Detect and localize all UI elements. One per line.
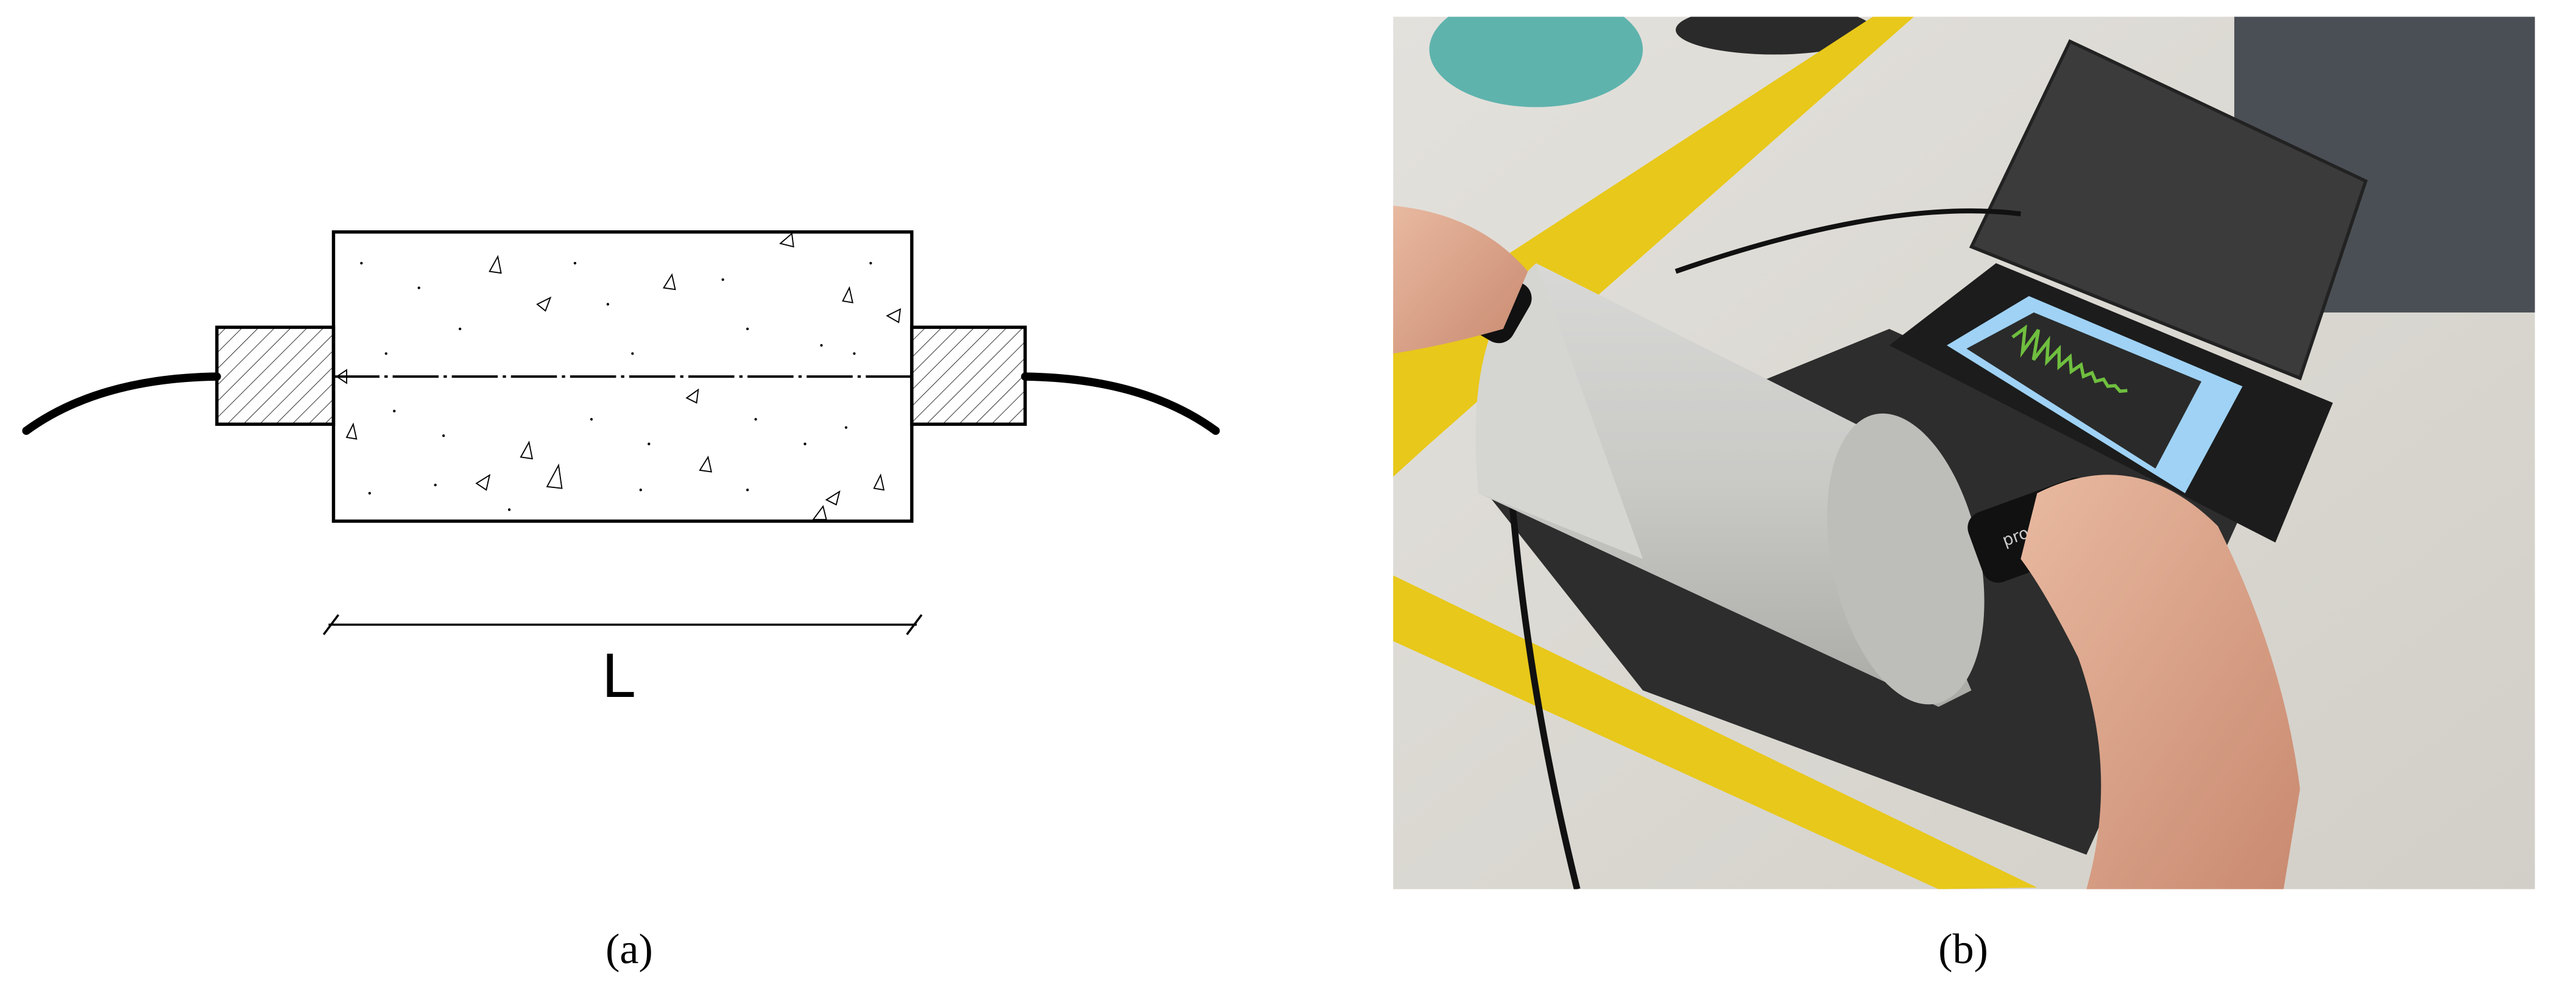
concrete-cylinder <box>1475 263 1985 707</box>
photo-ultrasonic-test: proceq <box>1393 16 2535 889</box>
ultrasonic-pulse-device <box>1889 39 2368 543</box>
sand-dots <box>360 261 872 511</box>
length-label: L <box>601 642 634 711</box>
right-cable <box>1021 372 1220 435</box>
right-transducer <box>910 325 1027 426</box>
schematic-diagram: L <box>22 230 1220 711</box>
left-transducer <box>215 325 336 426</box>
caption-b: (b) <box>1938 926 1988 973</box>
aggregate-marks <box>336 232 902 520</box>
length-dimension-line <box>322 614 923 635</box>
caption-a: (a) <box>605 926 653 973</box>
waveform <box>2011 324 2128 393</box>
right-hand-arm <box>2020 475 2300 889</box>
left-hand <box>1393 205 1528 354</box>
left-cable <box>22 372 221 435</box>
